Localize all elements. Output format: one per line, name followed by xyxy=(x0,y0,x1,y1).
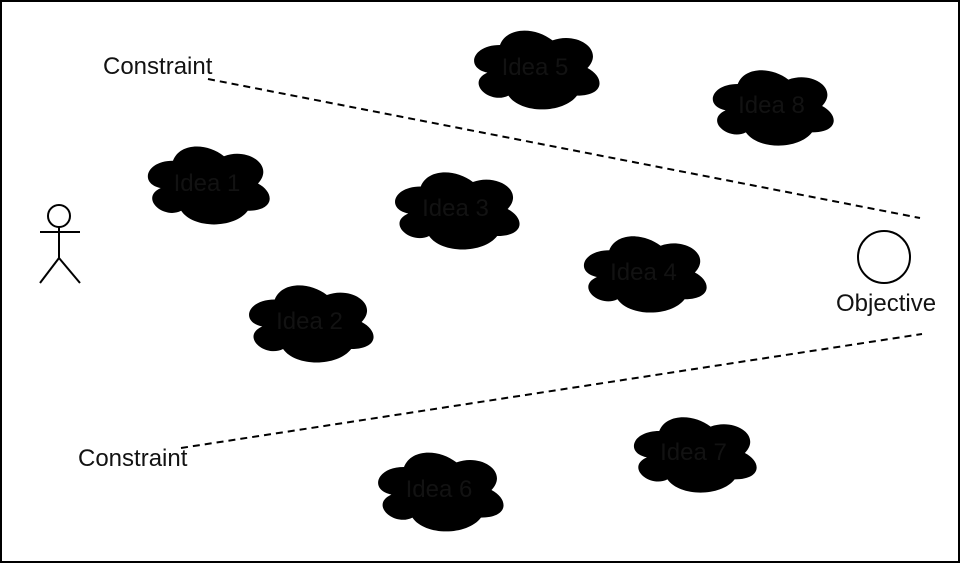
idea-label: Idea 5 xyxy=(501,54,569,81)
constraint-line-bottom xyxy=(180,333,923,449)
idea-label: Idea 3 xyxy=(422,195,489,222)
stick-figure-icon xyxy=(39,204,81,284)
idea-cloud-3: Idea 3 xyxy=(386,164,525,254)
idea-cloud-4: Idea 4 xyxy=(575,228,712,317)
idea-cloud-1: Idea 1 xyxy=(139,138,275,229)
objective-circle-icon xyxy=(857,230,911,284)
idea-cloud-6: Idea 6 xyxy=(369,444,509,536)
idea-label: Idea 7 xyxy=(660,439,727,466)
objective-label: Objective xyxy=(836,290,937,317)
idea-label: Idea 1 xyxy=(173,169,241,197)
idea-label: Idea 6 xyxy=(405,476,473,503)
idea-cloud-5: Idea 5 xyxy=(465,22,605,114)
idea-label: Idea 4 xyxy=(610,258,677,286)
constraint-label-top: Constraint xyxy=(103,53,213,80)
idea-cloud-2: Idea 2 xyxy=(240,277,379,367)
idea-cloud-7: Idea 7 xyxy=(625,409,762,497)
idea-label: Idea 8 xyxy=(738,92,805,119)
idea-label: Idea 2 xyxy=(276,308,343,335)
constraint-line-top xyxy=(207,78,921,219)
constraint-label-bottom: Constraint xyxy=(78,445,188,472)
idea-cloud-8: Idea 8 xyxy=(704,62,839,150)
